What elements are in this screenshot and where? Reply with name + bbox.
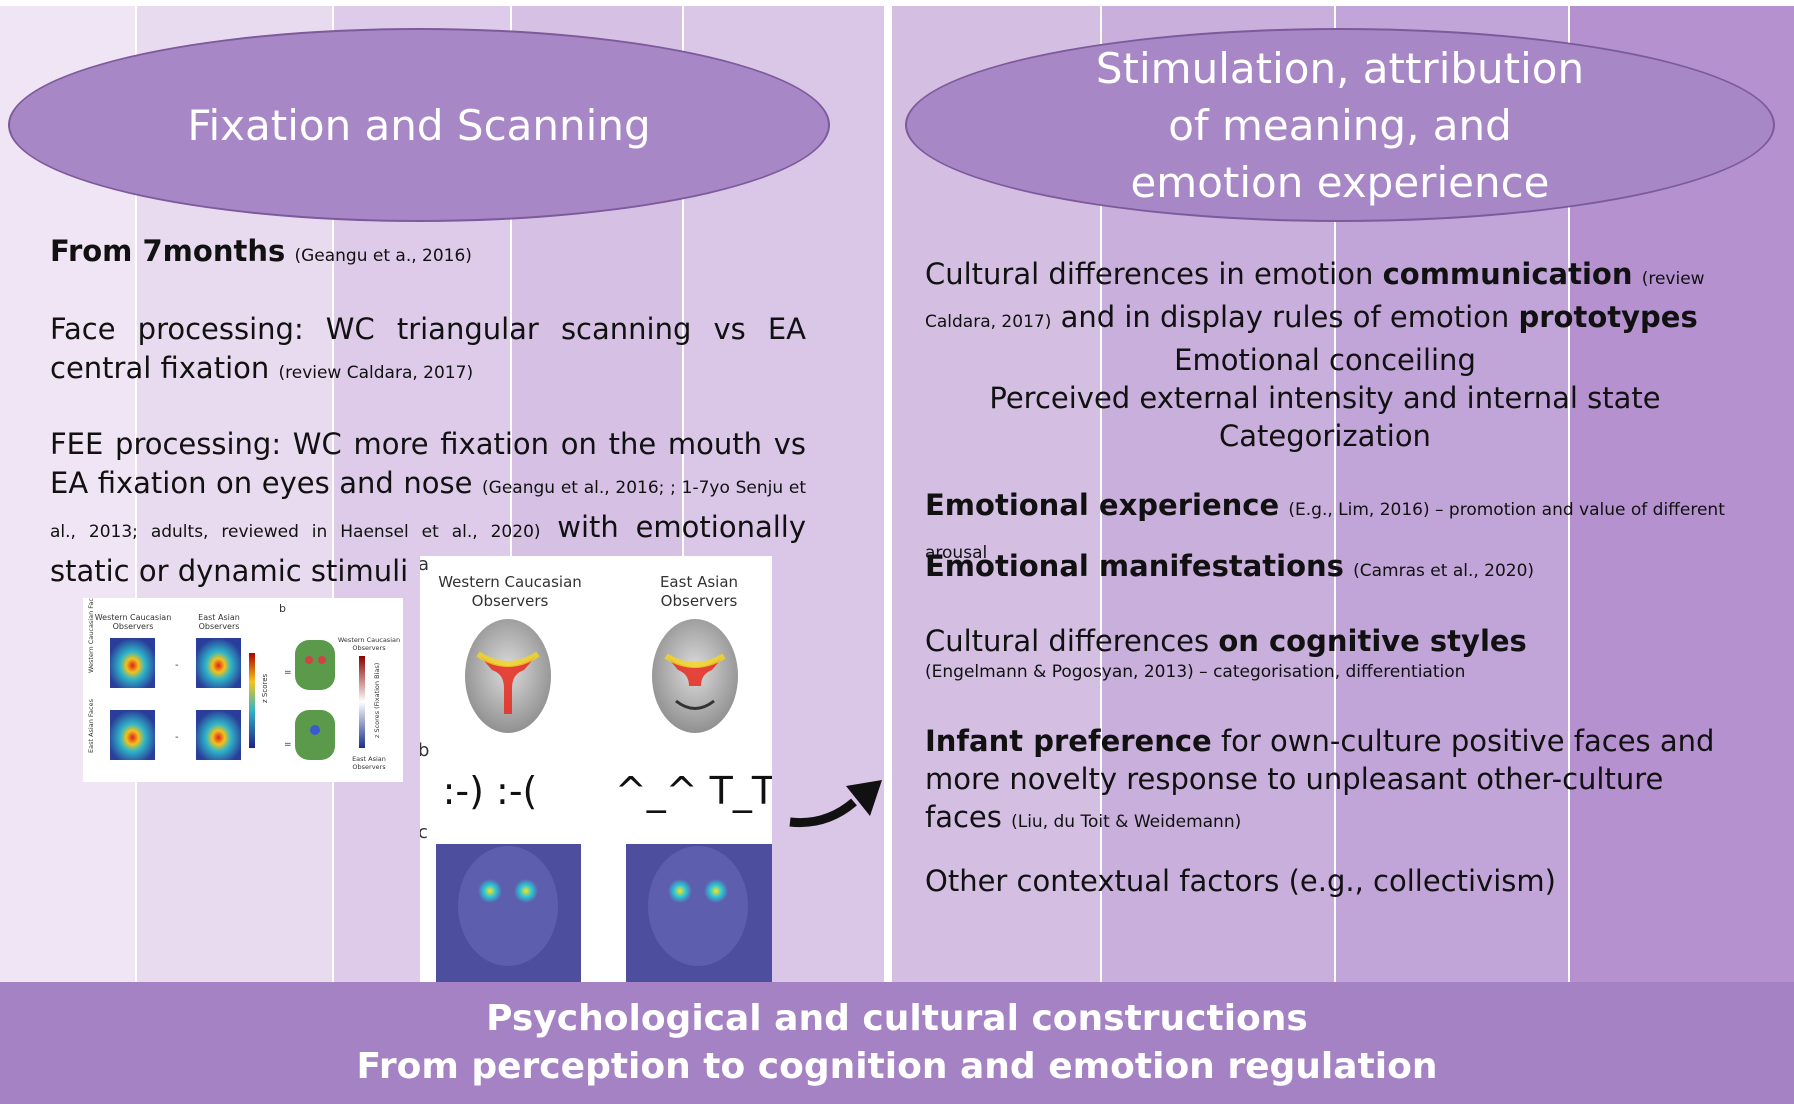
heatmap-ea-ea bbox=[196, 710, 241, 760]
other-factors-text: Other contextual factors (e.g., collecti… bbox=[925, 864, 1556, 898]
infant-text: for own-culture positive faces and more … bbox=[925, 724, 1715, 834]
large-col2-line2: Observers bbox=[661, 592, 738, 610]
right-experience-block: Emotional experience (E.g., Lim, 2016) –… bbox=[925, 486, 1725, 572]
row2-label: East Asian Faces bbox=[87, 698, 95, 753]
green-face-top bbox=[295, 640, 335, 690]
cognitive-ref: (Engelmann & Pogosyan, 2013) – categoris… bbox=[925, 662, 1466, 682]
minus-sign: - bbox=[175, 660, 179, 671]
manifestation-bold: Emotional manifestations bbox=[925, 549, 1344, 583]
comm-ref: (review Caldara, 2017) bbox=[925, 269, 1705, 332]
p2-text: Face processing: WC triangular scanning … bbox=[50, 312, 806, 385]
right-infant-block: Infant preference for own-culture positi… bbox=[925, 722, 1725, 841]
comm-text: Cultural differences in emotion bbox=[925, 257, 1374, 291]
panel-c-label: c bbox=[420, 822, 428, 843]
right-top-label: Western Caucasian bbox=[338, 636, 400, 644]
cognitive-bold: on cognitive styles bbox=[1218, 624, 1527, 658]
equals-sign: = bbox=[284, 668, 292, 678]
minus-sign-2: - bbox=[175, 732, 179, 743]
experience-ref: (E.g., Lim, 2016) – promotion and value … bbox=[925, 500, 1725, 563]
left-title-ellipse: Fixation and Scanning bbox=[8, 28, 830, 222]
p2-ref: (review Caldara, 2017) bbox=[278, 363, 474, 383]
infant-ref: (Liu, du Toit & Weidemann) bbox=[1011, 812, 1242, 832]
large-col2-line1: East Asian bbox=[660, 573, 738, 591]
heatmap-wc-ea bbox=[110, 710, 155, 760]
face-eye bbox=[305, 656, 313, 664]
heatmap-wc-wc bbox=[110, 638, 155, 688]
small-eye-tracking-figure: Western Caucasian Observers East Asian O… bbox=[83, 590, 403, 782]
p1-bold: From 7months bbox=[50, 234, 286, 268]
categorization-line: Categorization bbox=[1219, 419, 1431, 453]
heatmap-ea-wc bbox=[196, 638, 241, 688]
western-face-shadow bbox=[458, 846, 558, 966]
p3-text: FEE processing: WC more fixation on the … bbox=[50, 427, 806, 500]
right-title-ellipse: Stimulation, attribution of meaning, and… bbox=[905, 28, 1775, 222]
panel-a-label: a bbox=[420, 556, 429, 575]
large-figure-svg: a Western Caucasian Observers East Asian… bbox=[418, 554, 776, 982]
p3-tail: with emotionally static or dynamic stimu… bbox=[50, 510, 806, 588]
bottom-banner: Psychological and cultural constructions… bbox=[0, 982, 1794, 1104]
western-eye-glow-2 bbox=[514, 879, 538, 903]
comm-text-2: and in display rules of emotion bbox=[1060, 300, 1510, 334]
face-eye-2 bbox=[318, 656, 326, 664]
right-cognitive-block: Cultural differences on cognitive styles… bbox=[925, 622, 1725, 684]
eastern-face-shadow bbox=[648, 846, 748, 966]
left-title: Fixation and Scanning bbox=[187, 100, 651, 150]
left-paragraph-2: Face processing: WC triangular scanning … bbox=[50, 310, 806, 393]
panel-b-label: b bbox=[420, 740, 429, 761]
right-title: Stimulation, attribution of meaning, and… bbox=[1095, 43, 1585, 207]
right-bottom-label-2: Observers bbox=[352, 763, 386, 771]
curved-arrow-icon bbox=[789, 780, 882, 828]
small-col2-label: East Asian bbox=[198, 613, 240, 622]
row1-label: Western Caucasian Faces bbox=[87, 598, 95, 673]
eastern-eye-glow bbox=[668, 879, 692, 903]
small-bias-label: z Scores (Fixation Bias) bbox=[373, 663, 381, 738]
manifestation-ref: (Camras et al., 2020) bbox=[1353, 561, 1535, 581]
western-heat-halo bbox=[476, 651, 540, 667]
small-col2-label-2: Observers bbox=[199, 622, 240, 631]
p1-ref: (Geangu et a., 2016) bbox=[294, 246, 472, 266]
right-top-label-2: Observers bbox=[352, 644, 386, 652]
eastern-heat-halo bbox=[664, 653, 726, 668]
experience-bold: Emotional experience bbox=[925, 488, 1280, 522]
western-eye-glow bbox=[478, 879, 502, 903]
face-nose bbox=[310, 725, 320, 735]
bottom-line-2: From perception to cognition and emotion… bbox=[356, 1046, 1438, 1087]
right-bottom-label: East Asian bbox=[352, 755, 386, 763]
left-paragraph-1: From 7months (Geangu et a., 2016) bbox=[50, 232, 806, 276]
emoticon-eastern: ^_^ T_T bbox=[615, 769, 772, 813]
small-figure-svg: Western Caucasian Observers East Asian O… bbox=[87, 590, 400, 771]
conceiling-line: Emotional conceiling bbox=[1174, 343, 1476, 377]
right-communication-block: Cultural differences in emotion communic… bbox=[925, 255, 1725, 455]
infant-bold: Infant preference bbox=[925, 724, 1212, 758]
right-other-block: Other contextual factors (e.g., collecti… bbox=[925, 862, 1725, 900]
right-manifestation-block: Emotional manifestations (Camras et al.,… bbox=[925, 547, 1725, 590]
small-panel-b: b bbox=[279, 602, 286, 615]
eastern-eye-glow-2 bbox=[704, 879, 728, 903]
large-col1-line2: Observers bbox=[472, 592, 549, 610]
left-paragraph-3: FEE processing: WC more fixation on the … bbox=[50, 425, 806, 591]
small-color-scale bbox=[249, 653, 255, 748]
bottom-line-1: Psychological and cultural constructions bbox=[486, 998, 1308, 1039]
western-heat-triangle bbox=[480, 656, 536, 714]
large-emotion-figure: a Western Caucasian Observers East Asian… bbox=[418, 554, 776, 982]
small-col1-label-2: Observers bbox=[113, 622, 154, 631]
emoticon-western: :-) :-( bbox=[443, 769, 538, 813]
cognitive-text: Cultural differences bbox=[925, 624, 1210, 658]
comm-bold: communication bbox=[1382, 257, 1633, 291]
p3-ref: (Geangu et al., 2016; ; 1-7yo Senju et a… bbox=[50, 478, 807, 542]
large-col1-line1: Western Caucasian bbox=[438, 573, 582, 591]
equals-sign-2: = bbox=[284, 740, 292, 750]
small-col1-label: Western Caucasian bbox=[95, 613, 172, 622]
small-scale-label: z Scores bbox=[261, 673, 269, 703]
small-bias-scale bbox=[359, 656, 365, 748]
intensity-line: Perceived external intensity and interna… bbox=[989, 381, 1661, 415]
eastern-smile bbox=[675, 699, 715, 710]
comm-bold-2: prototypes bbox=[1518, 300, 1698, 334]
